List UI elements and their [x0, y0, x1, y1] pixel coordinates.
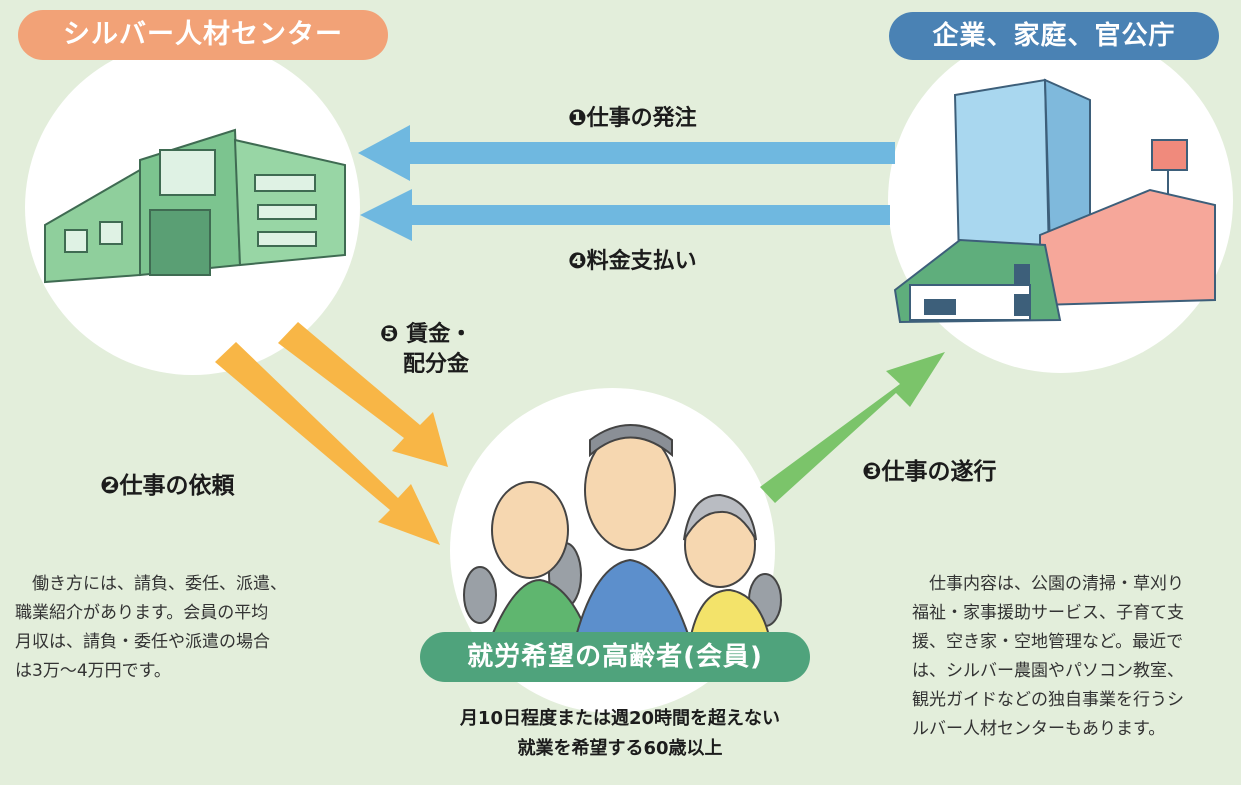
step-request-label: ❷仕事の依頼 — [100, 473, 235, 499]
step-wage-label-line1: ❺ 賃金・ — [380, 322, 473, 347]
step-payment-label: ❹料金支払い — [568, 249, 697, 274]
work-content-note: 仕事内容は、公園の清掃・草刈り 福祉・家事援助サービス、子育て支 援、空き家・空… — [912, 574, 1184, 739]
members-caption-line2: 就業を希望する60歳以上 — [517, 738, 723, 759]
clients-label: 企業、家庭、官公庁 — [889, 12, 1219, 60]
members-people-icon — [463, 424, 782, 641]
wage-arrow — [278, 322, 448, 467]
request-arrow — [215, 342, 440, 545]
work-style-note: 働き方には、請負、委任、派遣、 職業紹介があります。会員の平均 月収は、請負・委… — [15, 574, 287, 681]
step-order-label: ❶仕事の発注 — [568, 106, 697, 131]
step-perform-label: ❸仕事の遂行 — [862, 459, 997, 485]
payment-arrow — [360, 189, 890, 241]
step-wage-label-line2: 配分金 — [403, 352, 470, 377]
members-label: 就労希望の高齢者(会員) — [420, 632, 810, 682]
perform-arrow — [760, 352, 945, 503]
silver-center-building-icon — [44, 128, 346, 284]
order-arrow — [358, 125, 895, 181]
silver-center-label: シルバー人材センター — [18, 10, 388, 60]
members-caption-line1: 月10日程度または週20時間を超えない — [459, 708, 781, 729]
clients-buildings-icon — [893, 78, 1216, 324]
